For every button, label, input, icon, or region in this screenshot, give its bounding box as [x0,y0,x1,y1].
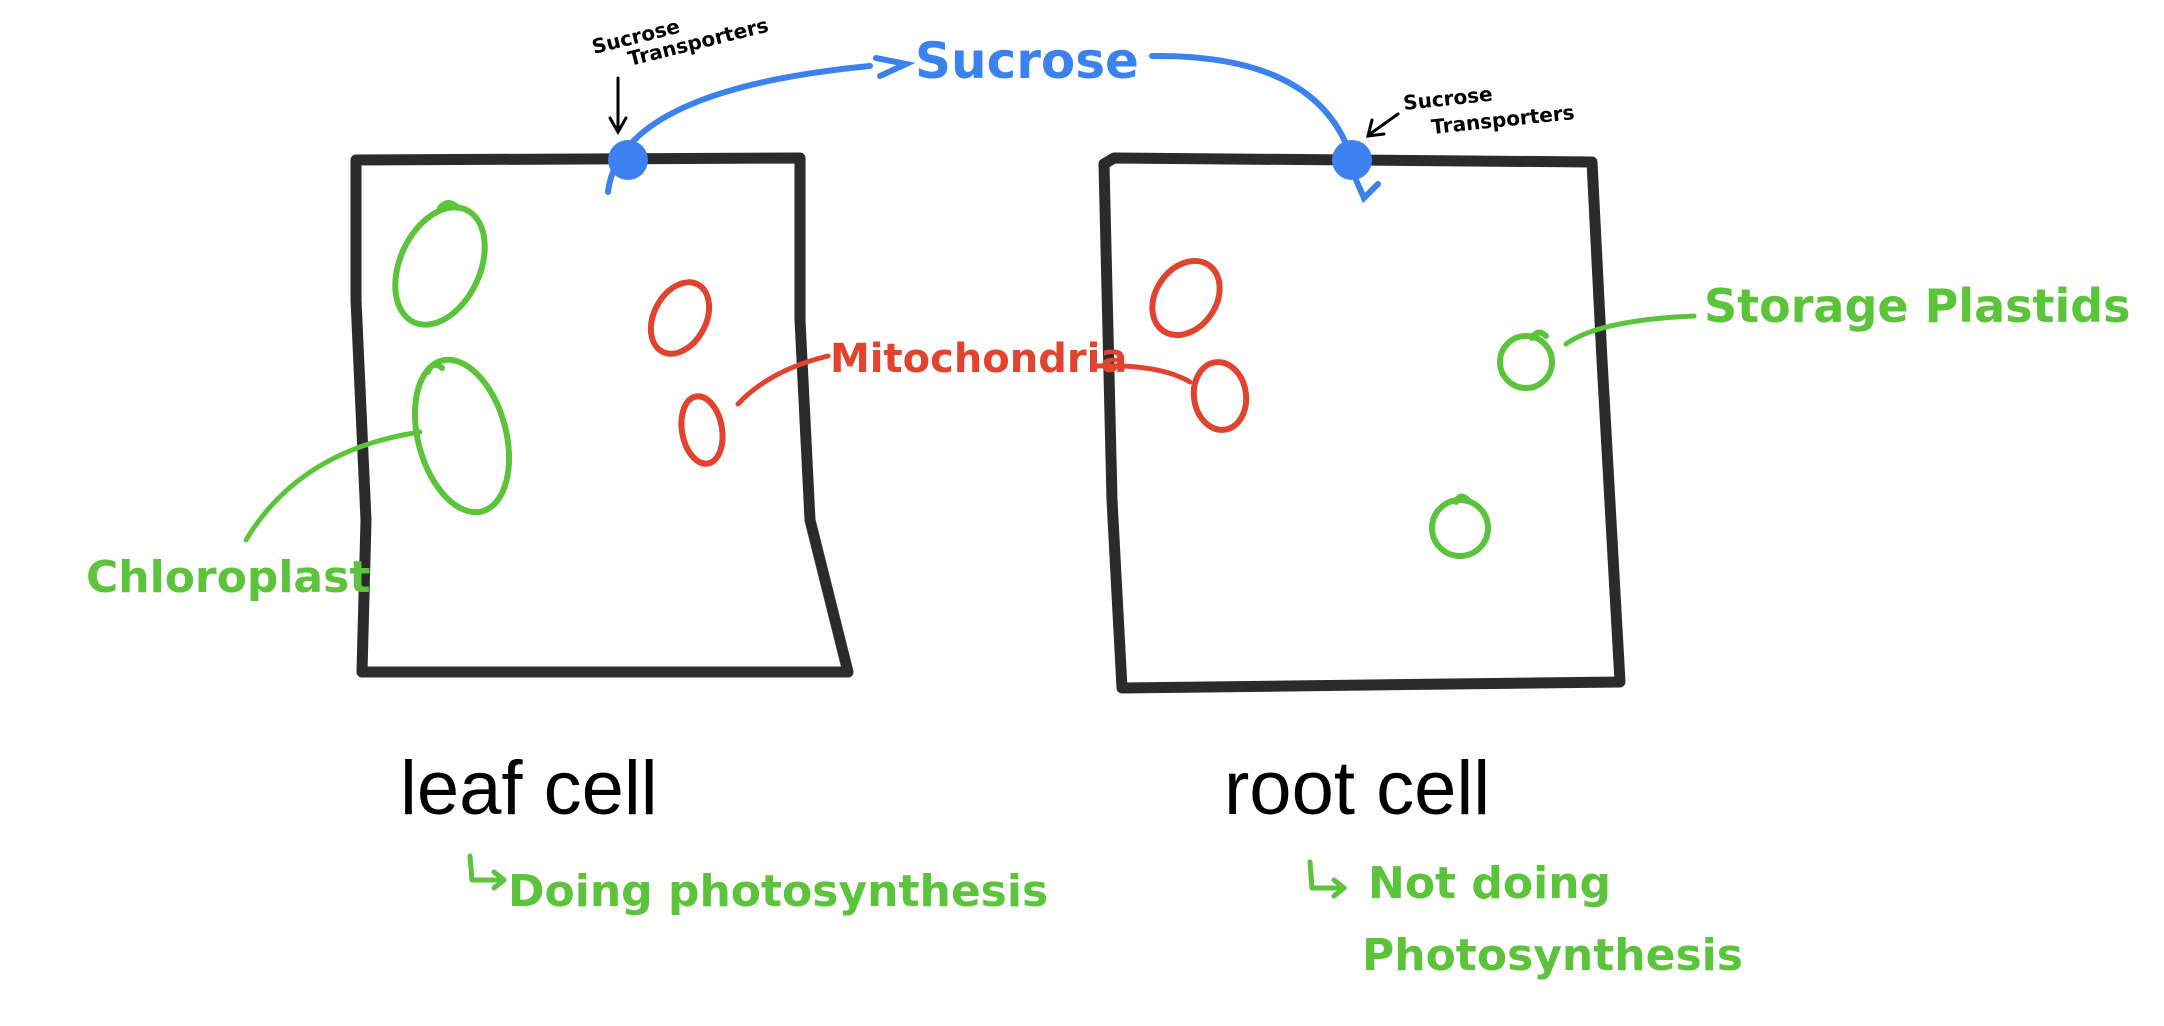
mitochondria-leaders [735,353,1193,407]
storage-plastid [1497,333,1555,391]
transporter-label-right: Sucrose Transporters [1366,82,1576,139]
chloroplast-tail [425,361,445,375]
storage-plastids-label: Storage Plastids [1704,279,2131,333]
root-cell [1098,152,1626,694]
chloroplast-group [392,200,513,516]
leader-line [1093,363,1193,385]
mitochondrion [647,279,713,357]
hooked-right-arrow-icon [467,853,507,891]
sucrose-arrow-right-arc [1149,52,1355,163]
root-cell-title: root cell [1224,746,1490,831]
chloroplast-tail [437,200,461,211]
pointer-arrow-icon [608,76,628,136]
chloroplast-label: Chloroplast [86,552,370,603]
storage-plastid-group [1429,329,1555,559]
root-cell-note-line-2: Photosynthesis [1362,930,1743,981]
mitochondria-label: Mitochondria [830,336,1127,382]
leaf-cell-title: leaf cell [400,746,658,831]
leaf-cell-note: Doing photosynthesis [508,866,1048,917]
arrow-head-icon [873,55,916,79]
chloroplast-organelle [411,356,513,516]
transporter-label-left: Sucrose Transporters [589,13,771,136]
pointer-arrow-icon [1366,112,1400,138]
mitochondrion [678,393,726,467]
sucrose-arrow-left-arc [605,63,873,195]
arrow-head-icon [1353,177,1381,204]
chloroplast-leader [243,429,423,543]
storage-plastid-tail [1453,493,1471,505]
mitochondria-group-root [1149,257,1250,433]
sucrose-label: Sucrose [915,32,1139,90]
mitochondria-group-leaf [647,279,726,467]
transporter-dot-icon [608,140,648,180]
transporter-dot-icon [1332,140,1372,180]
storage-plastid [1429,497,1491,559]
leaf-cell-outline [350,152,854,678]
leader-line [735,353,831,407]
hooked-right-arrow-icon [1307,859,1347,899]
mitochondrion [1149,257,1223,339]
storage-plastids-leader [1563,313,1697,347]
leaf-cell [350,152,854,678]
mitochondrion [1190,359,1250,433]
root-cell-outline [1098,152,1626,694]
storage-plastid-tail [1529,329,1549,341]
root-cell-note-line-1: Not doing [1368,858,1611,909]
chloroplast-organelle [392,204,488,328]
